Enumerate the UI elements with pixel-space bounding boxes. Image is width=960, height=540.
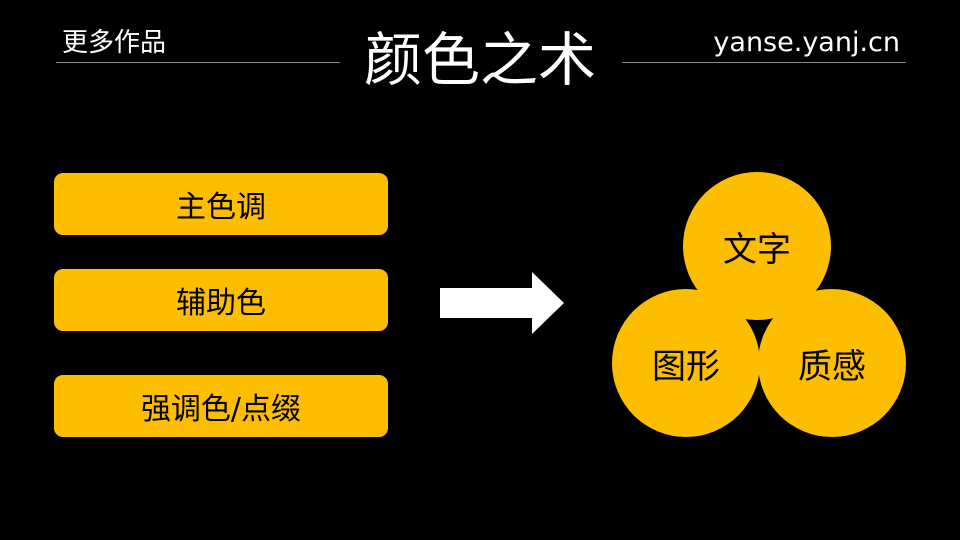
page-title: 颜色之术 bbox=[363, 26, 596, 94]
accent-color-label: 强调色/点缀 bbox=[140, 392, 302, 427]
secondary-color-bar: 辅助色 bbox=[54, 269, 388, 331]
circle-text-label: 文字 bbox=[723, 229, 791, 270]
circle-graphics-label: 图形 bbox=[652, 346, 720, 387]
secondary-color-label: 辅助色 bbox=[176, 286, 266, 321]
primary-color-label: 主色调 bbox=[176, 190, 266, 225]
header-divider-left bbox=[56, 62, 340, 63]
right-arrow-icon bbox=[440, 272, 564, 334]
site-url-link[interactable]: yanse.yanj.cn bbox=[713, 27, 900, 58]
header-divider-right bbox=[622, 62, 906, 63]
primary-color-bar: 主色调 bbox=[54, 173, 388, 235]
accent-color-bar: 强调色/点缀 bbox=[54, 375, 388, 437]
more-works-link[interactable]: 更多作品 bbox=[62, 28, 167, 58]
circle-graphics: 图形 bbox=[612, 289, 760, 437]
circle-texture: 质感 bbox=[758, 289, 906, 437]
circle-texture-label: 质感 bbox=[798, 346, 866, 387]
right-arrow-shape bbox=[440, 272, 564, 334]
